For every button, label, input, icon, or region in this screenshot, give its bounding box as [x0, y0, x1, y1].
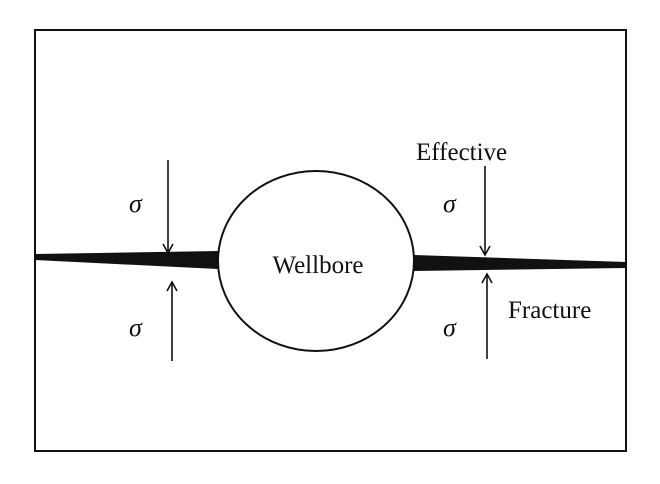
fracture-right-wing [414, 255, 626, 271]
sigma-left-bottom: σ [129, 313, 143, 342]
sigma-right-bottom: σ [443, 313, 457, 342]
sigma-right-top: σ [443, 189, 457, 218]
sigma-left-top: σ [129, 189, 143, 218]
effective-label: Effective [416, 139, 507, 166]
frame-border [34, 29, 627, 452]
fracture-label: Fracture [508, 297, 591, 324]
wellbore-label: Wellbore [272, 252, 363, 279]
fracture-left-wing [35, 251, 218, 269]
wellbore-circle [217, 170, 415, 352]
